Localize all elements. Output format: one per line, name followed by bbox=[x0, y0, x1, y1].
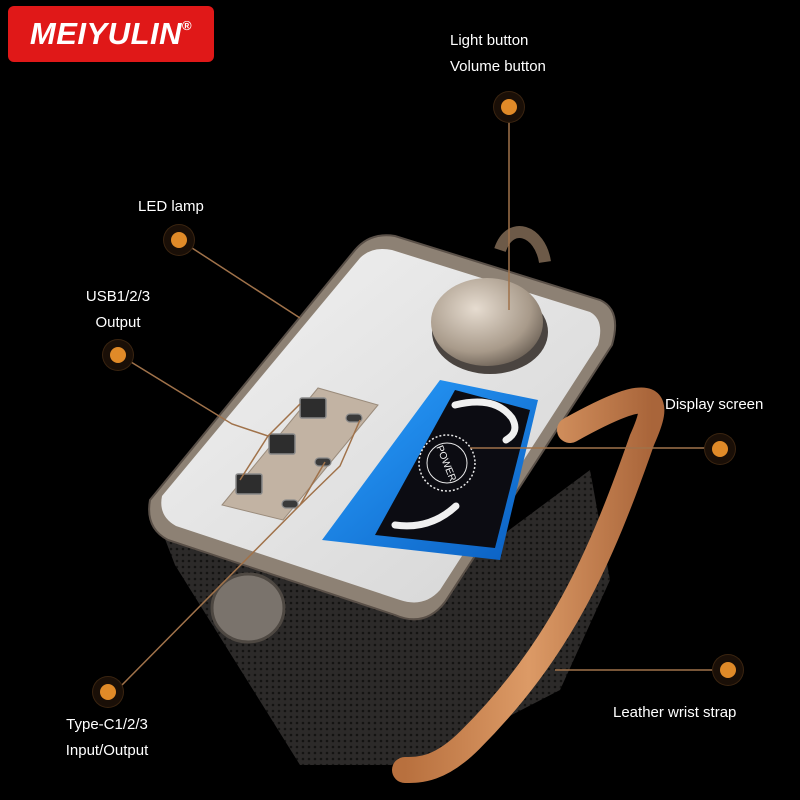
label-display-text: Display screen bbox=[665, 396, 764, 413]
typec-port-1 bbox=[345, 413, 363, 423]
display-gauge bbox=[391, 398, 519, 530]
leader-usb-b bbox=[239, 435, 269, 481]
marker-usb bbox=[103, 340, 133, 370]
display-dial bbox=[418, 434, 476, 492]
usb-port-2 bbox=[268, 433, 296, 455]
usb-port-1 bbox=[299, 397, 327, 419]
label-led-lamp: LED lamp bbox=[138, 194, 204, 220]
label-typec-io: Input/Output bbox=[65, 742, 149, 759]
marker-strap bbox=[713, 655, 743, 685]
marker-led-lamp bbox=[164, 225, 194, 255]
label-typec-ports: Type-C1/2/3 bbox=[66, 716, 148, 733]
marker-typec bbox=[93, 677, 123, 707]
brand-logo: MEIYULIN® bbox=[8, 6, 214, 62]
display-panel bbox=[375, 390, 530, 548]
label-volume-button: Volume button bbox=[450, 58, 546, 75]
strap-back bbox=[494, 226, 551, 264]
label-usb-ports: USB1/2/3 bbox=[85, 288, 151, 305]
speaker-left-face bbox=[150, 500, 415, 765]
registered-mark: ® bbox=[182, 18, 193, 33]
knob-top bbox=[431, 278, 543, 366]
marker-light-volume bbox=[494, 92, 524, 122]
leader-typec-b bbox=[299, 461, 326, 506]
typec-port-3 bbox=[281, 499, 299, 509]
leather-strap bbox=[392, 387, 665, 783]
leader-usb bbox=[130, 361, 301, 437]
label-strap-text: Leather wrist strap bbox=[613, 704, 737, 721]
label-led-lamp-text: LED lamp bbox=[138, 198, 204, 215]
label-typec: Type-C1/2/3 Input/Output bbox=[48, 712, 166, 764]
label-light-button: Light button bbox=[450, 32, 529, 49]
usb-ports bbox=[235, 397, 327, 495]
brand-name: MEIYULIN bbox=[29, 16, 183, 51]
side-button bbox=[210, 572, 286, 644]
display-ring bbox=[426, 442, 468, 484]
usb-port-3 bbox=[235, 473, 263, 495]
label-strap: Leather wrist strap bbox=[613, 700, 736, 726]
leader-typec bbox=[118, 419, 361, 689]
speaker-right-face bbox=[415, 470, 610, 765]
label-usb-output: Output bbox=[95, 314, 141, 331]
leader-led-lamp bbox=[191, 247, 301, 319]
marker-display bbox=[705, 434, 735, 464]
display-power-label: POWER bbox=[433, 444, 457, 483]
label-usb: USB1/2/3 Output bbox=[70, 284, 166, 336]
leader-lines bbox=[118, 108, 712, 689]
label-display: Display screen bbox=[665, 392, 763, 418]
label-light-volume: Light button Volume button bbox=[450, 28, 546, 80]
